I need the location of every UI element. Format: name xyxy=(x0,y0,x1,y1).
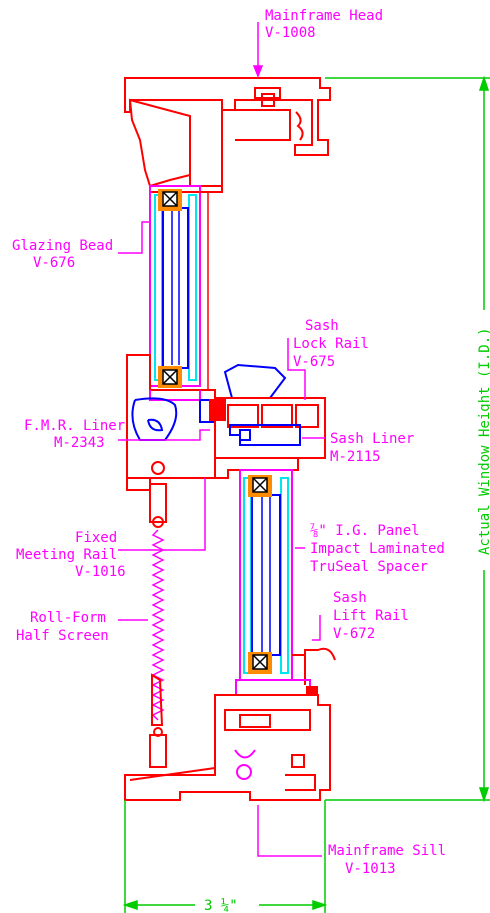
sill-label-1: Mainframe Sill xyxy=(328,843,446,859)
height-dimension-label: Actual Window Height (I.D.) xyxy=(477,327,490,555)
head-label-2: V-1008 xyxy=(265,25,316,41)
fixed-rail-label-1: Fixed xyxy=(75,530,117,546)
screen-label-1: Roll-Form xyxy=(30,610,106,626)
fmr-label-2: M-2343 xyxy=(54,435,105,451)
ig-panel-label-1: ⅞" I.G. Panel xyxy=(310,523,420,539)
lift-rail-label-3: V-672 xyxy=(333,626,375,642)
width-dim-gap xyxy=(195,896,259,913)
screen-label-2: Half Screen xyxy=(16,628,109,644)
ig-panel-label-3: TruSeal Spacer xyxy=(310,559,428,575)
lock-rail-label-1: Sash xyxy=(305,318,339,334)
upper-sash xyxy=(149,185,209,391)
lower-sash xyxy=(235,469,336,696)
sill-label-2: V-1013 xyxy=(345,861,396,877)
fixed-rail-label-2: Meeting Rail xyxy=(16,547,117,563)
sash-liner-label-2: M-2115 xyxy=(330,449,381,465)
leader-lines xyxy=(118,22,325,857)
mainframe-sill xyxy=(124,694,331,801)
roll-form-screen xyxy=(149,483,167,768)
fmr-label-1: F.M.R. Liner xyxy=(24,418,125,434)
meeting-rail-assembly xyxy=(126,354,326,491)
lock-rail-label-2: Lock Rail xyxy=(293,336,369,352)
head-label-1: Mainframe Head xyxy=(265,8,383,24)
height-dim-gap xyxy=(472,310,490,570)
labels: Mainframe Head V-1008 Glazing Bead V-676… xyxy=(12,8,490,913)
ig-panel-label-2: Impact Laminated xyxy=(310,541,445,557)
lift-rail-label-1: Sash xyxy=(333,590,367,606)
sash-liner-label-1: Sash Liner xyxy=(330,431,414,447)
width-dimension-label: 3 ¼" xyxy=(204,898,238,913)
mainframe-head xyxy=(124,77,331,193)
fixed-rail-label-3: V-1016 xyxy=(75,564,126,580)
lift-rail-label-2: Lift Rail xyxy=(333,608,409,624)
glazing-label-2: V-676 xyxy=(33,255,75,271)
lock-rail-label-3: V-675 xyxy=(293,354,335,370)
glazing-label-1: Glazing Bead xyxy=(12,238,113,254)
